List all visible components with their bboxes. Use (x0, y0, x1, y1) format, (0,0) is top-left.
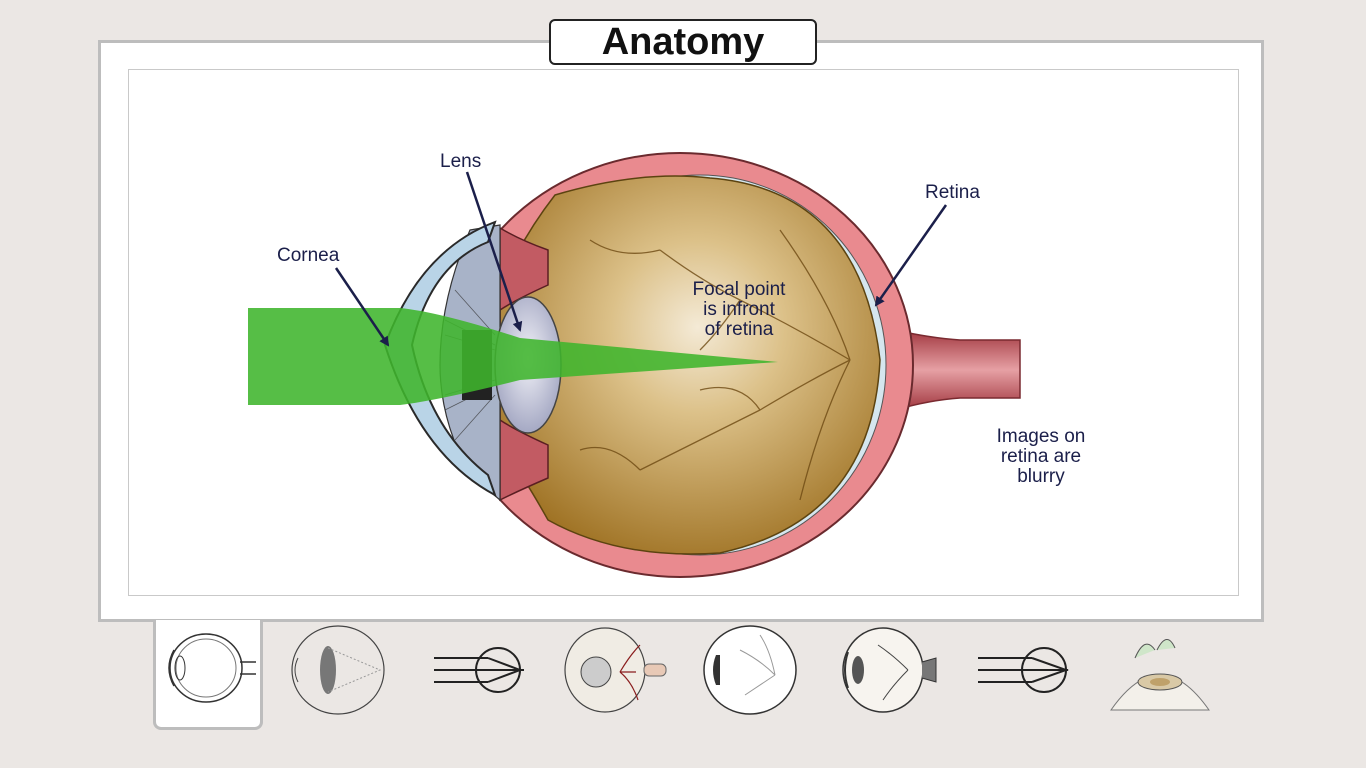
thumbnail-contact-lens[interactable] (1105, 620, 1215, 730)
focal-note-line1: Focal point (692, 279, 786, 300)
focal-point-note: Focal point is infront of retina (674, 280, 804, 340)
cornea (383, 220, 497, 498)
eye-fundus-optic-nerve-icon (564, 627, 667, 713)
blurry-images-note: Images on retina are blurry (976, 427, 1106, 487)
contact-lens-icon (1110, 639, 1210, 711)
thumbnail-fundus-optic-nerve[interactable] (560, 620, 670, 730)
thumbnail-light-rays[interactable] (428, 620, 538, 730)
eye-cross-section-icon (168, 633, 256, 703)
retina-label: Retina (925, 182, 980, 203)
cornea-arrow (334, 267, 390, 347)
focal-note-line3: of retina (704, 319, 774, 340)
light-rays-lens-icon (434, 647, 524, 693)
images-note-line3: blurry (1017, 466, 1065, 487)
focal-note-line2: is infront (703, 299, 775, 320)
page-title: Anatomy (601, 21, 765, 63)
retinal-veins (579, 229, 851, 501)
eye-focal-cone-icon (291, 625, 385, 715)
thumbnail-eye-anatomy-nerve[interactable] (838, 620, 948, 730)
thumbnail-light-rays-2[interactable] (972, 620, 1082, 730)
eye-diagram (248, 152, 1021, 578)
thumbnail-focal-cone[interactable] (288, 620, 398, 730)
thumbnail-eye-cross-section[interactable] (153, 620, 263, 730)
images-note-line1: Images on (996, 426, 1086, 447)
thumbnail-strip (0, 620, 1366, 768)
eye-anatomy-nerve-icon (842, 627, 937, 713)
cornea-label: Cornea (277, 245, 340, 266)
lens-label: Lens (440, 151, 482, 172)
optic-nerve (894, 329, 1021, 411)
images-note-line2: retina are (1000, 446, 1082, 467)
lens-arrow (465, 171, 523, 332)
title-box: Anatomy (549, 19, 817, 65)
thumbnail-retina-veins[interactable] (700, 620, 810, 730)
retina-arrow (874, 204, 948, 307)
light-rays-lens-icon-2 (978, 647, 1070, 693)
eye-retina-veins-icon (703, 625, 797, 715)
